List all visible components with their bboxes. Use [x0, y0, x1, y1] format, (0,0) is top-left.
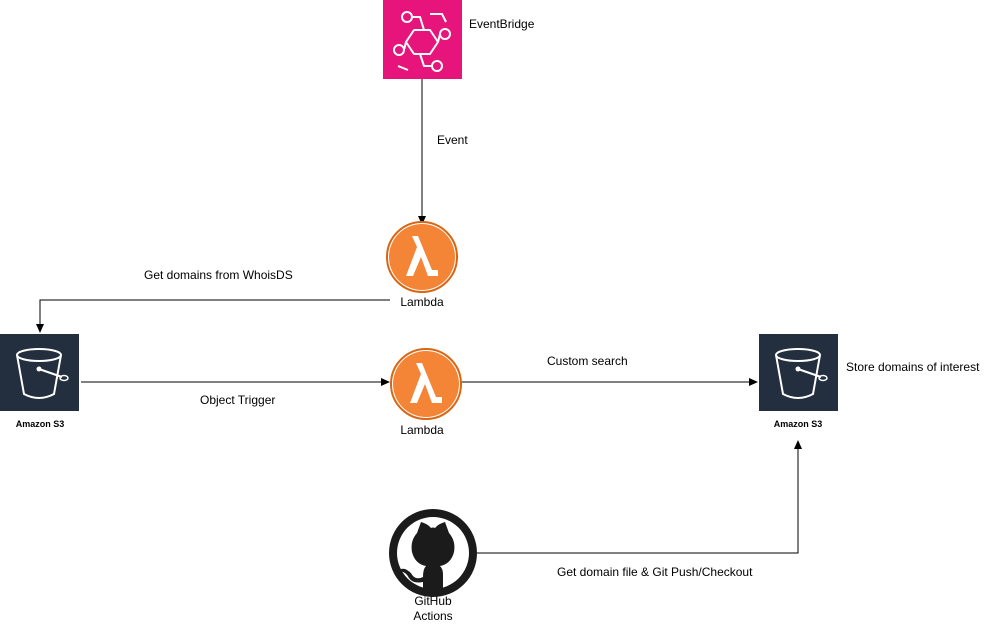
github-label-line1: GitHub: [414, 594, 452, 608]
lambda-icon: [386, 221, 458, 293]
s3-right-label: Amazon S3: [773, 419, 823, 429]
edge-lambda-to-s3-left: [36, 299, 390, 333]
github-label-line2: Actions: [413, 609, 453, 623]
s3-bucket-icon: [759, 334, 838, 411]
edge-label-custom-search: Custom search: [547, 354, 628, 368]
lambda-mid-label: Lambda: [400, 423, 444, 437]
lambda-icon: [390, 348, 462, 420]
eventbridge-icon: [383, 0, 462, 79]
edge-github-to-s3-right: [477, 440, 802, 554]
eventbridge-label: EventBridge: [469, 17, 535, 31]
lambda-top-label: Lambda: [400, 295, 444, 309]
connectors: [36, 79, 802, 554]
edge-label-event: Event: [437, 133, 468, 147]
edge-label-get-domains: Get domains from WhoisDS: [144, 268, 293, 282]
github-octocat-icon: [389, 509, 477, 597]
s3-bucket-icon: [0, 334, 79, 411]
s3-right-note: Store domains of interest: [846, 360, 980, 374]
edge-label-git-push: Get domain file & Git Push/Checkout: [557, 565, 753, 579]
edge-label-object-trigger: Object Trigger: [200, 393, 276, 407]
s3-left-label: Amazon S3: [15, 419, 65, 429]
